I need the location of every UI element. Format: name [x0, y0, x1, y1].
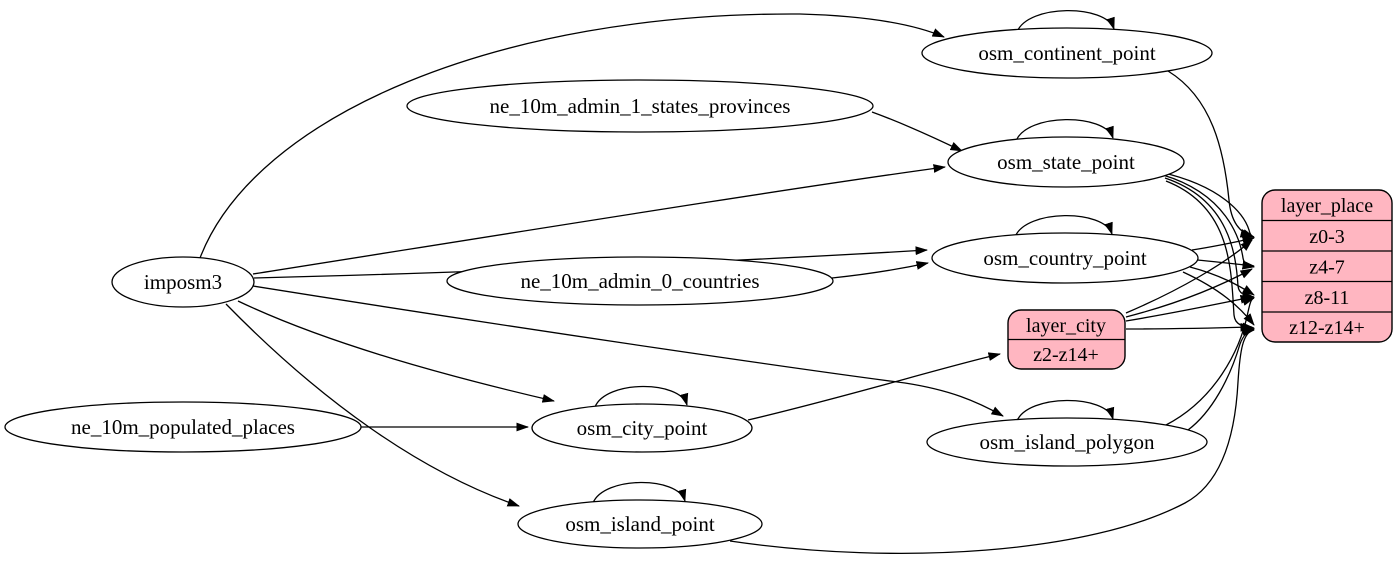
osm-continent-point-shape	[921, 27, 1213, 79]
edge-imposm3-to-osm-continent-point	[199, 13, 945, 259]
edge-osm-island-point-to-layer-place-z12-z14	[729, 327, 1255, 555]
osm-state-point-label: osm_state_point	[997, 150, 1135, 174]
ne-10m-populated-places-label: ne_10m_populated_places	[71, 415, 295, 439]
ne-10m-admin-1-states-provinces-label: ne_10m_admin_1_states_provinces	[490, 94, 791, 118]
layer-place-title: layer_place	[1281, 195, 1373, 217]
node-osm-country-point: osm_country_point	[931, 232, 1199, 284]
layer-place-row-z12-z14: z12-z14+	[1289, 317, 1365, 339]
imposm3-shape	[111, 256, 255, 308]
layer-place-box	[1261, 189, 1393, 343]
node-osm-island-point: osm_island_point	[517, 499, 763, 549]
selfloop-osm-continent-point	[1016, 9, 1115, 33]
osm-island-point-label: osm_island_point	[565, 512, 715, 536]
selfloop-osm-island-polygon	[1016, 399, 1115, 422]
node-ne-10m-populated-places: ne_10m_populated_places	[4, 401, 362, 453]
selfloop-osm-island-point	[592, 481, 687, 504]
edge-osm-country-point-to-layer-place-z0-3	[1191, 236, 1255, 251]
ne-10m-populated-places-shape	[4, 401, 362, 453]
imposm3-label: imposm3	[144, 270, 222, 294]
edge-osm-country-point-to-layer-place-z8-11	[1189, 266, 1255, 296]
edge-imposm3-to-osm-island-polygon	[252, 285, 1004, 417]
edge-layer-city-to-layer-place-z0-3	[1125, 239, 1253, 314]
ne-10m-admin-1-states-provinces-shape	[406, 79, 874, 133]
node-osm-state-point: osm_state_point	[947, 136, 1185, 188]
layer-city-title: layer_city	[1026, 315, 1106, 337]
edge-osm-country-point-to-layer-place-z4-7	[1196, 259, 1255, 270]
edge-osm-island-polygon-to-layer-place-z8-11	[1165, 297, 1255, 426]
node-osm-continent-point: osm_continent_point	[921, 27, 1213, 79]
ne-10m-admin-0-countries-label: ne_10m_admin_0_countries	[520, 269, 759, 293]
osm-island-point-shape	[517, 499, 763, 549]
edge-osm-state-point-to-layer-place-z0-3	[1159, 171, 1255, 238]
edge-ne-10m-admin-0-countries-to-osm-country-point	[831, 261, 929, 279]
osm-city-point-label: osm_city_point	[577, 416, 708, 440]
node-ne-10m-admin-0-countries: ne_10m_admin_0_countries	[446, 256, 834, 306]
osm-country-point-shape	[931, 232, 1199, 284]
node-layer-city: layer_city z2-z14+	[1007, 309, 1126, 370]
node-osm-city-point: osm_city_point	[531, 403, 753, 453]
layer-place-row-z4-7: z4-7	[1309, 257, 1345, 279]
edge-imposm3-to-osm-state-point	[252, 164, 946, 275]
edge-imposm3-to-osm-city-point	[237, 300, 555, 403]
node-layer-place: layer_place z0-3 z4-7 z8-11 z12-z14+	[1261, 189, 1393, 343]
osm-city-point-shape	[531, 403, 753, 453]
selfloop-osm-city-point	[594, 385, 689, 408]
node-ne-10m-admin-1-states-provinces: ne_10m_admin_1_states_provinces	[406, 79, 874, 133]
ne-10m-admin-0-countries-shape	[446, 256, 834, 306]
layer-place-row-z0-3: z0-3	[1309, 226, 1345, 248]
layer-city-row-z2-z14: z2-z14+	[1033, 344, 1099, 366]
osm-continent-point-label: osm_continent_point	[978, 41, 1155, 65]
edge-osm-country-point-to-layer-place-z12-z14	[1182, 271, 1255, 326]
edge-osm-continent-point-to-layer-place-z0-3	[1167, 70, 1253, 238]
edge-osm-city-point-to-layer-city-z2-z14	[747, 352, 1001, 421]
osm-island-polygon-shape	[926, 417, 1208, 467]
edge-osm-island-polygon-to-layer-place-z12-z14	[1187, 327, 1255, 431]
osm-state-point-shape	[947, 136, 1185, 188]
node-osm-island-polygon: osm_island_polygon	[926, 417, 1208, 467]
node-imposm3: imposm3	[111, 256, 255, 308]
edge-imposm3-to-osm-island-point	[225, 303, 520, 507]
selfloop-osm-country-point	[1014, 214, 1113, 238]
layer-place-row-z8-11: z8-11	[1305, 287, 1350, 309]
osm-country-point-label: osm_country_point	[983, 246, 1146, 270]
edge-layer-city-to-layer-place-z12-z14	[1125, 322, 1253, 332]
osm-island-polygon-label: osm_island_polygon	[979, 430, 1155, 454]
edge-layer-city-to-layer-place-z8-11	[1125, 294, 1253, 322]
edge-layer-city-to-layer-place-z4-7	[1125, 268, 1253, 318]
edge-ne-10m-admin-1-states-provinces-to-osm-state-point	[871, 111, 963, 152]
edge-osm-state-point-to-layer-place-z8-11	[1164, 177, 1255, 301]
selfloop-osm-state-point	[1015, 118, 1114, 142]
